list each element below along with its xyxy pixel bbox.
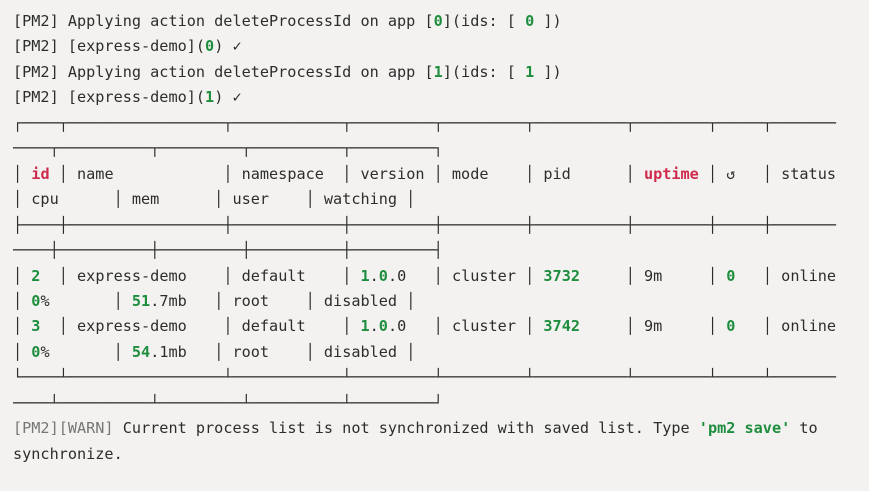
terminal-text: │ status <box>735 164 836 183</box>
terminal-text: │ <box>13 291 32 310</box>
terminal-text: 0 <box>525 12 535 30</box>
terminal-text: │ <box>13 164 32 183</box>
terminal-text: 1 <box>525 62 535 81</box>
terminal-text: 0 <box>205 37 215 56</box>
terminal-text: 1 <box>360 266 370 285</box>
terminal-line: │ 0% │ 51.7mb │ root │ disabled │ <box>13 289 869 314</box>
terminal-text: │ cpu │ mem │ user │ watching │ <box>13 190 416 209</box>
terminal-line: [PM2] [express-demo](1) ✓ <box>13 85 869 110</box>
terminal-text: │ <box>13 317 32 336</box>
terminal-line: │ 3 │ express-demo │ default │ 1.0.0 │ c… <box>13 314 869 339</box>
terminal-text: [PM2] Applying action deleteProcessId on… <box>13 12 434 30</box>
terminal-line: ┌────┬─────────────────┬────────────┬───… <box>13 111 869 136</box>
terminal-text: │ 9m │ <box>579 266 727 285</box>
terminal-line: │ id │ name │ namespace │ version │ mode… <box>13 162 869 187</box>
terminal-text: .0 │ cluster │ <box>387 266 544 285</box>
terminal-line: [PM2] Applying action deleteProcessId on… <box>13 60 869 85</box>
terminal-line: ├────┼─────────────────┼────────────┼───… <box>13 213 869 238</box>
terminal-text: synchronize. <box>13 444 123 463</box>
terminal-text: ────┴──────────┴─────────┴──────────┴───… <box>13 393 443 412</box>
terminal-text: 51 <box>131 291 151 310</box>
terminal-text: │ name │ namespace │ version │ mode │ pi… <box>49 164 644 183</box>
terminal-text: .1mb │ root │ disabled │ <box>150 342 416 361</box>
terminal-line: └────┴─────────────────┴────────────┴───… <box>13 365 869 390</box>
terminal-text: 2 <box>31 266 41 285</box>
terminal-text: 0 <box>378 266 388 285</box>
terminal-text: 0 <box>433 12 443 30</box>
terminal-text: % │ <box>40 342 132 361</box>
terminal-text: 0 <box>378 317 388 336</box>
terminal-line: [PM2][WARN] Current process list is not … <box>13 416 869 441</box>
terminal-text: ) <box>214 88 233 107</box>
terminal-text: ) <box>214 37 233 56</box>
terminal-text: 0 <box>726 317 736 336</box>
terminal-text: 0 <box>726 266 736 285</box>
terminal-text: [PM2] [express-demo]( <box>13 37 206 56</box>
terminal-text: 0 <box>31 342 41 361</box>
terminal-text: 3 <box>31 317 41 336</box>
terminal-text: 1 <box>205 88 215 107</box>
terminal-text: 0 <box>31 291 41 310</box>
terminal-text: 'pm2 save' <box>698 419 791 438</box>
terminal-text: ┌────┬─────────────────┬────────────┬───… <box>13 113 836 132</box>
terminal-text: │ online <box>735 317 837 336</box>
terminal-text: │ <box>13 266 32 285</box>
terminal-text: to <box>790 419 818 438</box>
terminal-text: % │ <box>40 291 132 310</box>
terminal-line: │ cpu │ mem │ user │ watching │ <box>13 187 869 212</box>
terminal-text: . <box>369 317 379 336</box>
terminal-line: [PM2] [express-demo](0) ✓ <box>13 34 869 59</box>
terminal-text: . <box>369 266 379 285</box>
terminal-line: │ 2 │ express-demo │ default │ 1.0.0 │ c… <box>13 264 869 289</box>
terminal-text: ────┼──────────┼─────────┼──────────┼───… <box>13 241 443 260</box>
terminal-text: │ <box>13 342 32 361</box>
terminal-text: │ <box>698 164 727 183</box>
terminal-text: ├────┼─────────────────┼────────────┼───… <box>13 215 836 234</box>
check-icon: ✓ <box>232 88 242 107</box>
terminal-line: │ 0% │ 54.1mb │ root │ disabled │ <box>13 340 869 365</box>
terminal-text: │ express-demo │ default │ <box>40 266 361 285</box>
terminal-text: ](ids: [ <box>442 12 526 30</box>
terminal-text: id <box>31 164 50 183</box>
restart-icon: ↺ <box>726 164 736 183</box>
terminal-text: │ express-demo │ default │ <box>40 317 361 336</box>
terminal-text: 3742 <box>543 317 580 336</box>
terminal-text: ]) <box>534 12 562 30</box>
terminal-line: synchronize. <box>13 442 869 467</box>
terminal-text: .0 │ cluster │ <box>387 317 544 336</box>
terminal-text: 1 <box>433 62 443 81</box>
terminal-text: Current process list is not synchronized… <box>122 419 699 438</box>
terminal-text: [PM2] [express-demo]( <box>13 88 206 107</box>
terminal-text: │ 9m │ <box>579 317 727 336</box>
terminal-line: ────┬──────────┬─────────┬──────────┬───… <box>13 136 869 161</box>
terminal-text: [PM2] Applying action deleteProcessId on… <box>13 62 434 81</box>
terminal-text: 1 <box>360 317 370 336</box>
terminal-text: ](ids: [ <box>442 62 526 81</box>
terminal-text: └────┴─────────────────┴────────────┴───… <box>13 368 836 387</box>
terminal-text: .7mb │ root │ disabled │ <box>150 291 416 310</box>
terminal-text: ────┬──────────┬─────────┬──────────┬───… <box>13 139 443 158</box>
check-icon: ✓ <box>232 37 242 56</box>
terminal-line: ────┴──────────┴─────────┴──────────┴───… <box>13 391 869 416</box>
terminal-text: uptime <box>643 164 699 183</box>
terminal-text: 54 <box>131 342 151 361</box>
terminal-text: [PM2][WARN] <box>13 419 123 438</box>
terminal-text: 3732 <box>543 266 580 285</box>
terminal-line: ────┼──────────┼─────────┼──────────┼───… <box>13 238 869 263</box>
terminal-text: │ online <box>735 266 837 285</box>
terminal-line: [PM2] Applying action deleteProcessId on… <box>13 9 869 34</box>
terminal-text: ]) <box>534 62 562 81</box>
